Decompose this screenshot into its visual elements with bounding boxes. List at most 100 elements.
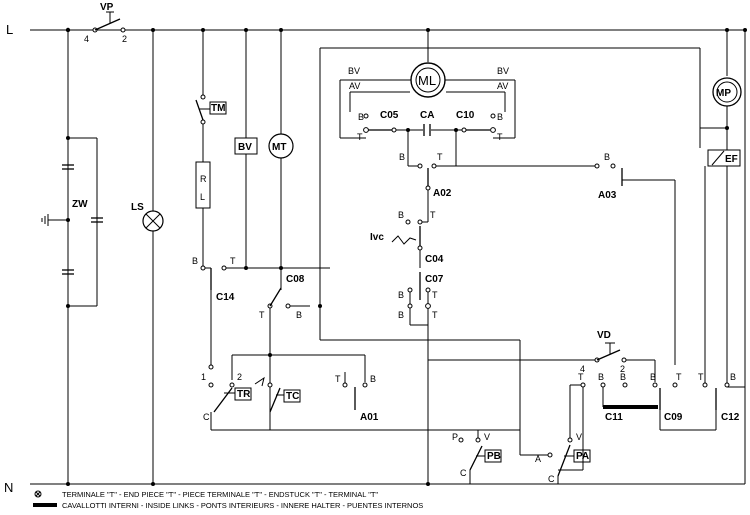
a02-label: A02 <box>433 188 452 199</box>
svg-text:T: T <box>676 372 682 382</box>
zw-filter: ZW <box>41 136 103 308</box>
ca-capacitor: CA <box>396 110 462 166</box>
vp-switch: VP 4 2 <box>65 2 127 484</box>
svg-text:B: B <box>620 372 626 382</box>
vd-label: VD <box>597 330 611 341</box>
mt-motor: MT <box>268 28 294 268</box>
svg-text:PB: PB <box>487 451 501 462</box>
svg-text:T: T <box>230 256 236 266</box>
svg-text:T: T <box>698 372 704 382</box>
c07-switch: B T C07 B T <box>398 272 444 486</box>
legend: "⊗" TERMINALE "T" - END PIECE "T" - PIEC… <box>33 490 423 510</box>
svg-text:B: B <box>604 152 610 162</box>
svg-text:AV: AV <box>497 81 508 91</box>
svg-text:4: 4 <box>580 364 585 374</box>
bv-component: BV <box>234 28 258 268</box>
c08-label: C08 <box>286 274 305 285</box>
svg-text:4: 4 <box>84 34 89 44</box>
svg-text:T: T <box>437 152 443 162</box>
svg-text:B: B <box>398 290 404 300</box>
c11-switch: T B B C11 <box>558 372 658 471</box>
svg-text:T: T <box>497 132 503 142</box>
pb-pressure-switch: PB P V C <box>452 430 502 484</box>
svg-text:T: T <box>259 310 265 320</box>
c08-switch: C08 T B <box>259 268 310 430</box>
svg-text:AV: AV <box>349 81 360 91</box>
svg-text:C: C <box>460 468 467 478</box>
a03-switch: B A03 <box>456 152 676 365</box>
svg-text:V: V <box>484 432 490 442</box>
svg-text:MT: MT <box>272 142 286 153</box>
svg-text:V: V <box>576 432 582 442</box>
c05-switch: B T C05 <box>340 110 399 142</box>
svg-text:2: 2 <box>237 372 242 382</box>
svg-text:R: R <box>200 174 207 184</box>
a02-switch: B T A02 <box>399 152 456 222</box>
svg-text:TC: TC <box>286 391 299 402</box>
svg-text:TM: TM <box>211 103 225 114</box>
mp-pump: MP <box>712 28 742 383</box>
a01-label: A01 <box>360 412 379 423</box>
legend-link-bar <box>33 503 57 507</box>
tc-thermostat: TC <box>267 382 301 430</box>
rl-resistor: R L <box>195 161 211 262</box>
legend-terminal-text: TERMINALE "T" - END PIECE "T" - PIECE TE… <box>62 490 378 499</box>
svg-text:B: B <box>370 374 376 384</box>
svg-text:BV: BV <box>348 66 360 76</box>
svg-text:B: B <box>296 310 302 320</box>
c11-label: C11 <box>605 412 623 423</box>
svg-text:1: 1 <box>201 372 206 382</box>
svg-text:P: P <box>452 432 458 442</box>
svg-text:2: 2 <box>122 34 127 44</box>
svg-text:B: B <box>650 372 656 382</box>
svg-text:A: A <box>535 454 541 464</box>
neutral-rail-label: N <box>4 480 13 495</box>
c14-label: C14 <box>216 292 235 303</box>
ef-valve: EF <box>699 127 741 383</box>
svg-text:BV: BV <box>238 142 252 153</box>
svg-text:C: C <box>548 474 555 484</box>
c10-switch: C10 B T <box>456 110 515 142</box>
ca-label: CA <box>420 110 434 121</box>
svg-text:B: B <box>399 152 405 162</box>
svg-text:T: T <box>578 372 584 382</box>
svg-text:TR: TR <box>237 389 251 400</box>
svg-text:T: T <box>335 374 341 384</box>
svg-text:B: B <box>598 372 604 382</box>
svg-text:B: B <box>358 112 364 122</box>
tm-thermostat: TM <box>195 28 227 162</box>
vd-switch: VD 4 2 <box>428 330 656 382</box>
tr-thermostat: TR 1 2 C <box>201 364 265 422</box>
svg-text:L: L <box>200 192 205 202</box>
ivc-label: Ivc <box>370 232 384 243</box>
svg-text:T: T <box>357 132 363 142</box>
c10-label: C10 <box>456 110 475 121</box>
ls-lamp: LS <box>131 28 164 486</box>
svg-text:B: B <box>398 210 404 220</box>
c11-inside-link <box>603 405 658 409</box>
c04-switch: B T C04 <box>398 210 444 268</box>
ml-motor: ML BV AV BV AV <box>339 28 516 138</box>
a01-switch: T B A01 <box>335 372 379 423</box>
legend-links-text: CAVALLOTTI INTERNI - INSIDE LINKS - PONT… <box>62 501 423 510</box>
svg-text:ML: ML <box>418 73 436 88</box>
svg-text:EF: EF <box>725 154 738 165</box>
svg-text:B: B <box>497 112 503 122</box>
ivc-sensor: Ivc <box>370 232 417 245</box>
c14-switch: B T C14 <box>192 256 330 365</box>
c07-label: C07 <box>425 274 444 285</box>
c09-switch: B T C09 <box>650 372 683 430</box>
svg-text:T: T <box>432 290 438 300</box>
svg-text:B: B <box>730 372 736 382</box>
c09-label: C09 <box>664 412 683 423</box>
svg-text:MP: MP <box>716 88 731 99</box>
c12-label: C12 <box>721 412 740 423</box>
c05-label: C05 <box>380 110 399 121</box>
svg-text:T: T <box>430 210 436 220</box>
line-rail-label: L <box>6 22 13 37</box>
svg-text:C: C <box>203 412 210 422</box>
svg-text:B: B <box>192 256 198 266</box>
ls-label: LS <box>131 202 144 213</box>
a03-label: A03 <box>598 190 617 201</box>
